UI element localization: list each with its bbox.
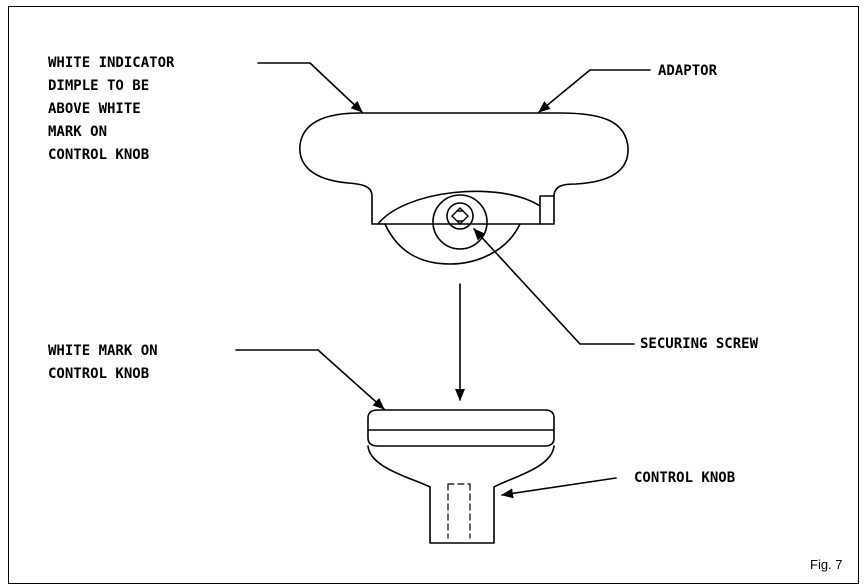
indicator-label: WHITE INDICATOR DIMPLE TO BE ABOVE WHITE… bbox=[48, 55, 175, 163]
white-mark-leader bbox=[235, 349, 385, 410]
white-mark-label: WHITE MARK ON CONTROL KNOB bbox=[48, 343, 158, 382]
indicator-leader bbox=[257, 62, 363, 113]
control-knob-leader bbox=[501, 477, 617, 499]
figure-frame bbox=[8, 6, 859, 584]
screw-cross-icon bbox=[451, 207, 469, 225]
adaptor-lens-upper bbox=[377, 190, 541, 225]
securing-screw-leader bbox=[473, 228, 635, 345]
securing-screw-label: SECURING SCREW bbox=[640, 336, 759, 352]
knob-body bbox=[367, 445, 555, 544]
figure-number: Fig. 7 bbox=[810, 557, 843, 572]
knob-shaft-hidden bbox=[447, 483, 471, 539]
adaptor-label: ADAPTOR bbox=[658, 63, 718, 79]
control-knob-label: CONTROL KNOB bbox=[634, 470, 736, 486]
adaptor-body bbox=[299, 112, 629, 265]
adaptor-leader bbox=[538, 69, 651, 113]
knob-cap bbox=[367, 409, 555, 447]
screw-socket bbox=[446, 202, 474, 230]
adaptor-notch bbox=[539, 195, 555, 225]
screw-head bbox=[432, 194, 488, 250]
